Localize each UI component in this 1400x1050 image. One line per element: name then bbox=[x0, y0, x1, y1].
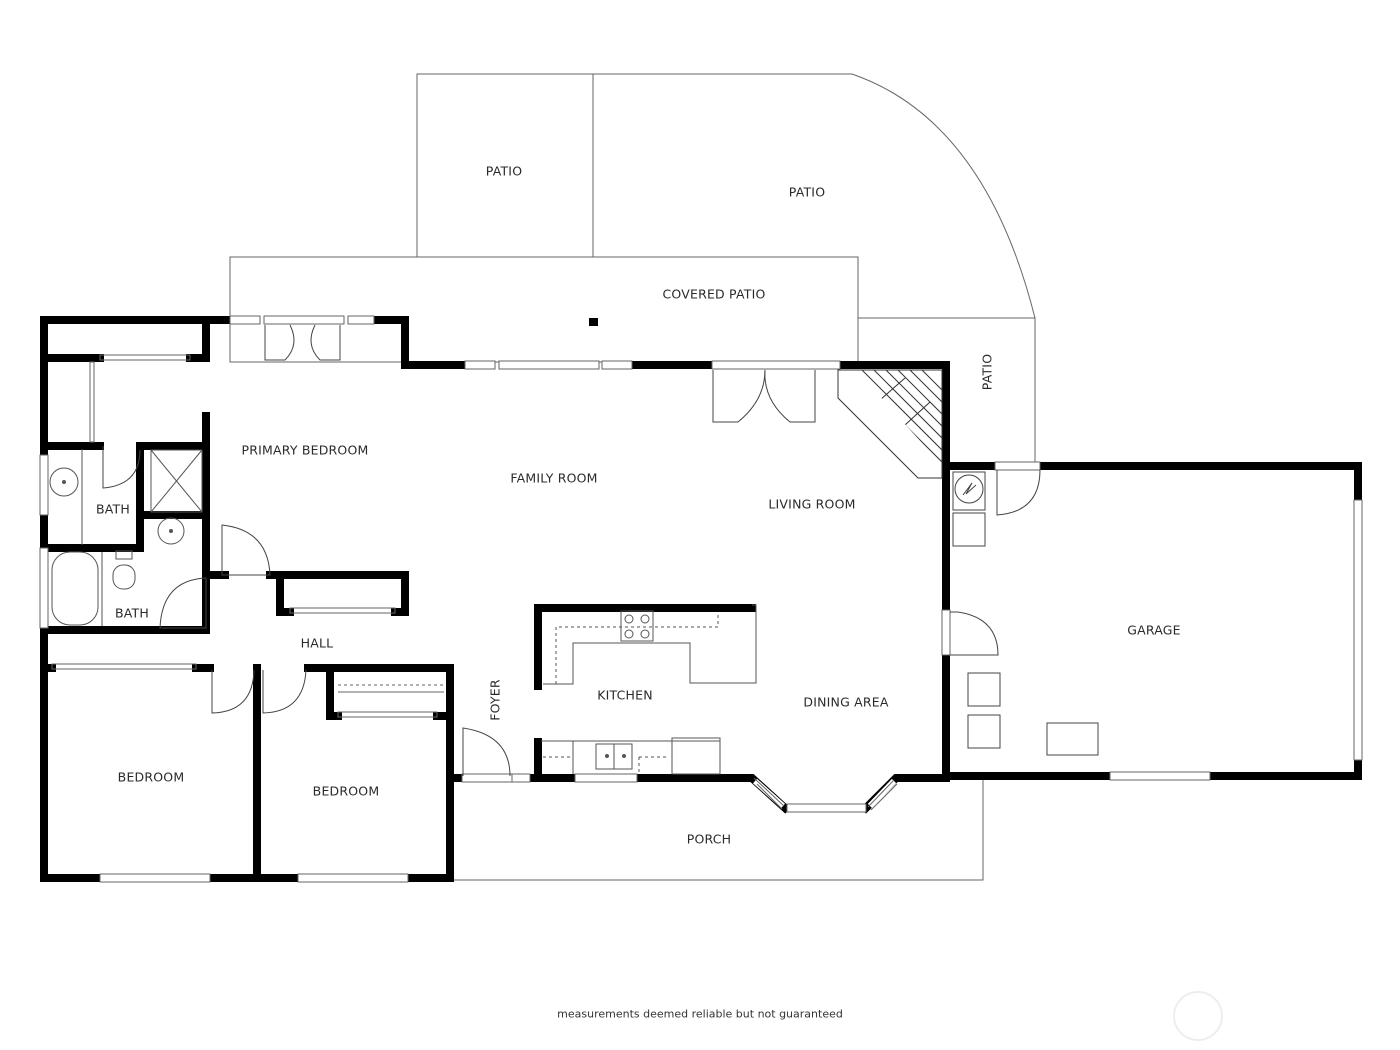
door-swings bbox=[102, 324, 1041, 777]
windows bbox=[39, 315, 1363, 883]
watermark-logo-icon bbox=[1173, 991, 1223, 1041]
room-label-foyer: FOYER bbox=[487, 679, 503, 721]
room-label-patio: PATIO bbox=[485, 163, 523, 179]
room-label-dining-area: DINING AREA bbox=[803, 694, 889, 710]
patio-post bbox=[589, 318, 598, 326]
room-label-hall: HALL bbox=[300, 635, 334, 651]
room-label-bedroom: BEDROOM bbox=[312, 783, 380, 799]
room-label-covered-patio: COVERED PATIO bbox=[662, 286, 766, 302]
room-label-bath: BATH bbox=[115, 605, 149, 621]
disclaimer-note: measurements deemed reliable but not gua… bbox=[557, 1007, 843, 1021]
walls bbox=[40, 316, 1362, 882]
closet-doors bbox=[51, 354, 444, 718]
room-label-primary-bedroom: PRIMARY BEDROOM bbox=[241, 442, 369, 458]
garage-fixtures bbox=[952, 471, 1099, 756]
room-label-porch: PORCH bbox=[686, 831, 732, 847]
fireplace bbox=[837, 369, 943, 479]
room-label-kitchen: KITCHEN bbox=[597, 687, 653, 703]
room-label-patio-side: PATIO bbox=[979, 353, 995, 391]
room-label-bedroom: BEDROOM bbox=[117, 769, 185, 785]
room-label-bath: BATH bbox=[96, 501, 130, 517]
room-label-family-room: FAMILY ROOM bbox=[510, 470, 598, 486]
kitchen-counters bbox=[541, 604, 757, 775]
room-label-garage: GARAGE bbox=[1127, 622, 1181, 638]
bath-fixtures bbox=[49, 449, 203, 626]
room-label-living-room: LIVING ROOM bbox=[768, 496, 856, 512]
room-label-patio: PATIO bbox=[788, 184, 826, 200]
bay-windows bbox=[753, 778, 897, 809]
